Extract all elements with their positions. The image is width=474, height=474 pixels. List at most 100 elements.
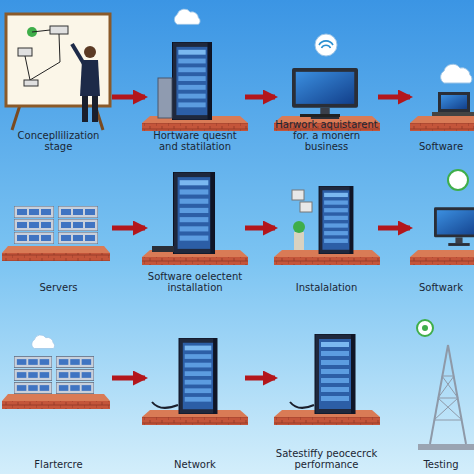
process-panel: Instalalation bbox=[275, 165, 378, 293]
process-panel: Software oelectent installation bbox=[145, 165, 245, 293]
flow-arrow bbox=[112, 95, 145, 100]
antenna-tower bbox=[417, 320, 474, 450]
process-panel: Flartercre bbox=[5, 330, 112, 470]
softwark-platform-part bbox=[410, 250, 474, 257]
whiteboard-easel-part bbox=[32, 30, 50, 32]
software-platform bbox=[410, 64, 474, 131]
antenna-tower-part bbox=[417, 320, 433, 336]
process-panel: Software bbox=[410, 10, 472, 152]
network-platform-part bbox=[152, 402, 178, 408]
servers-platform-part bbox=[14, 219, 54, 231]
panel-caption: Software bbox=[419, 141, 463, 152]
panel-caption: Flartercre bbox=[34, 459, 82, 470]
servers-platform-part bbox=[2, 253, 110, 261]
workstation-platform-part bbox=[315, 34, 337, 56]
infrastructure-platform-part bbox=[14, 369, 52, 380]
performance-platform-part bbox=[290, 402, 314, 408]
install-platform-part bbox=[300, 202, 312, 212]
infrastructure-platform-part bbox=[56, 369, 94, 380]
antenna-tower-part bbox=[442, 376, 458, 398]
whiteboard-easel-part bbox=[25, 56, 30, 80]
flow-arrow bbox=[112, 376, 145, 381]
install-platform-part bbox=[294, 232, 304, 250]
infrastructure-platform-part bbox=[32, 335, 55, 349]
servers-platform-part bbox=[14, 232, 54, 244]
server-platform bbox=[142, 9, 248, 131]
whiteboard-easel-part bbox=[82, 96, 88, 122]
panel-caption: Harwork aquistarent for. a monern busine… bbox=[275, 119, 378, 152]
servers-platform-part bbox=[58, 219, 98, 231]
panel-caption: Instalalation bbox=[296, 282, 358, 293]
servers-platform-part bbox=[58, 232, 98, 244]
infrastructure-platform-part bbox=[2, 401, 110, 409]
server-platform-part bbox=[173, 42, 212, 120]
whiteboard-easel-part bbox=[24, 80, 38, 86]
infrastructure-platform-part bbox=[14, 356, 52, 367]
software-platform-part bbox=[410, 116, 474, 123]
whiteboard-easel-part bbox=[18, 48, 32, 56]
process-panel: Harwork aquistarent for. a monern busine… bbox=[275, 10, 378, 152]
antenna-tower-part bbox=[422, 325, 428, 331]
workstation-platform-part bbox=[319, 41, 333, 48]
flow-arrow bbox=[245, 226, 275, 231]
antenna-tower-part bbox=[434, 420, 462, 421]
servers-platform-part bbox=[14, 206, 54, 218]
installation-platform-part bbox=[174, 172, 215, 254]
whiteboard-easel-part bbox=[50, 26, 68, 34]
flow-arrow bbox=[112, 226, 145, 231]
process-panel: Testing bbox=[410, 330, 472, 470]
infrastructure-platform-part bbox=[2, 394, 110, 401]
infrastructure-platform-part bbox=[56, 356, 94, 367]
softwark-platform bbox=[410, 170, 474, 265]
softwark-platform-part bbox=[434, 207, 474, 246]
whiteboard-easel-part bbox=[6, 14, 110, 106]
antenna-tower-part bbox=[430, 345, 448, 444]
flow-arrow bbox=[378, 226, 410, 231]
installation-platform bbox=[142, 172, 248, 265]
software-platform-part bbox=[432, 112, 474, 116]
panel-caption: Concepllilization stage bbox=[5, 130, 112, 152]
install-platform-part bbox=[293, 221, 305, 233]
workstation-platform-part bbox=[292, 68, 358, 119]
panel-caption: Network bbox=[174, 459, 216, 470]
whiteboard-easel bbox=[6, 14, 110, 130]
process-panel: Network bbox=[145, 330, 245, 470]
panel-caption: Hortware quesnt and statilation bbox=[145, 130, 245, 152]
process-panel: Concepllilization stage bbox=[5, 10, 112, 152]
software-platform-part bbox=[441, 95, 467, 109]
network-platform-part bbox=[142, 417, 248, 425]
infrastructure-platform-part bbox=[14, 382, 52, 393]
servers-platform-part bbox=[58, 206, 98, 218]
workstation-platform-part bbox=[300, 114, 340, 117]
server-platform-part bbox=[142, 123, 248, 131]
panel-caption: Software oelectent installation bbox=[145, 271, 245, 293]
performance-platform bbox=[274, 334, 380, 425]
flow-arrow bbox=[245, 376, 275, 381]
network-platform bbox=[142, 338, 248, 425]
performance-platform-part bbox=[315, 334, 355, 414]
whiteboard-easel-part bbox=[92, 96, 98, 122]
panel-caption: Satestiffy peocecrck performance bbox=[275, 448, 378, 470]
softwark-platform-part bbox=[410, 257, 474, 265]
installation-platform-part bbox=[152, 246, 174, 252]
infrastructure-platform-part bbox=[56, 382, 94, 393]
install-platform-part bbox=[274, 257, 380, 265]
softwark-platform-part bbox=[448, 170, 468, 190]
antenna-tower-part bbox=[438, 398, 458, 399]
performance-platform-part bbox=[274, 417, 380, 425]
antenna-tower-part bbox=[418, 444, 474, 450]
panel-caption: Servers bbox=[39, 282, 77, 293]
antenna-tower-part bbox=[438, 398, 462, 420]
server-platform-part bbox=[158, 78, 172, 118]
infrastructure-platform bbox=[2, 335, 110, 409]
install-platform bbox=[274, 186, 380, 265]
software-platform-part bbox=[438, 92, 470, 112]
flow-arrow bbox=[378, 95, 410, 100]
whiteboard-easel-part bbox=[84, 46, 96, 58]
network-platform-part bbox=[179, 338, 217, 414]
whiteboard-easel-part bbox=[30, 62, 60, 80]
